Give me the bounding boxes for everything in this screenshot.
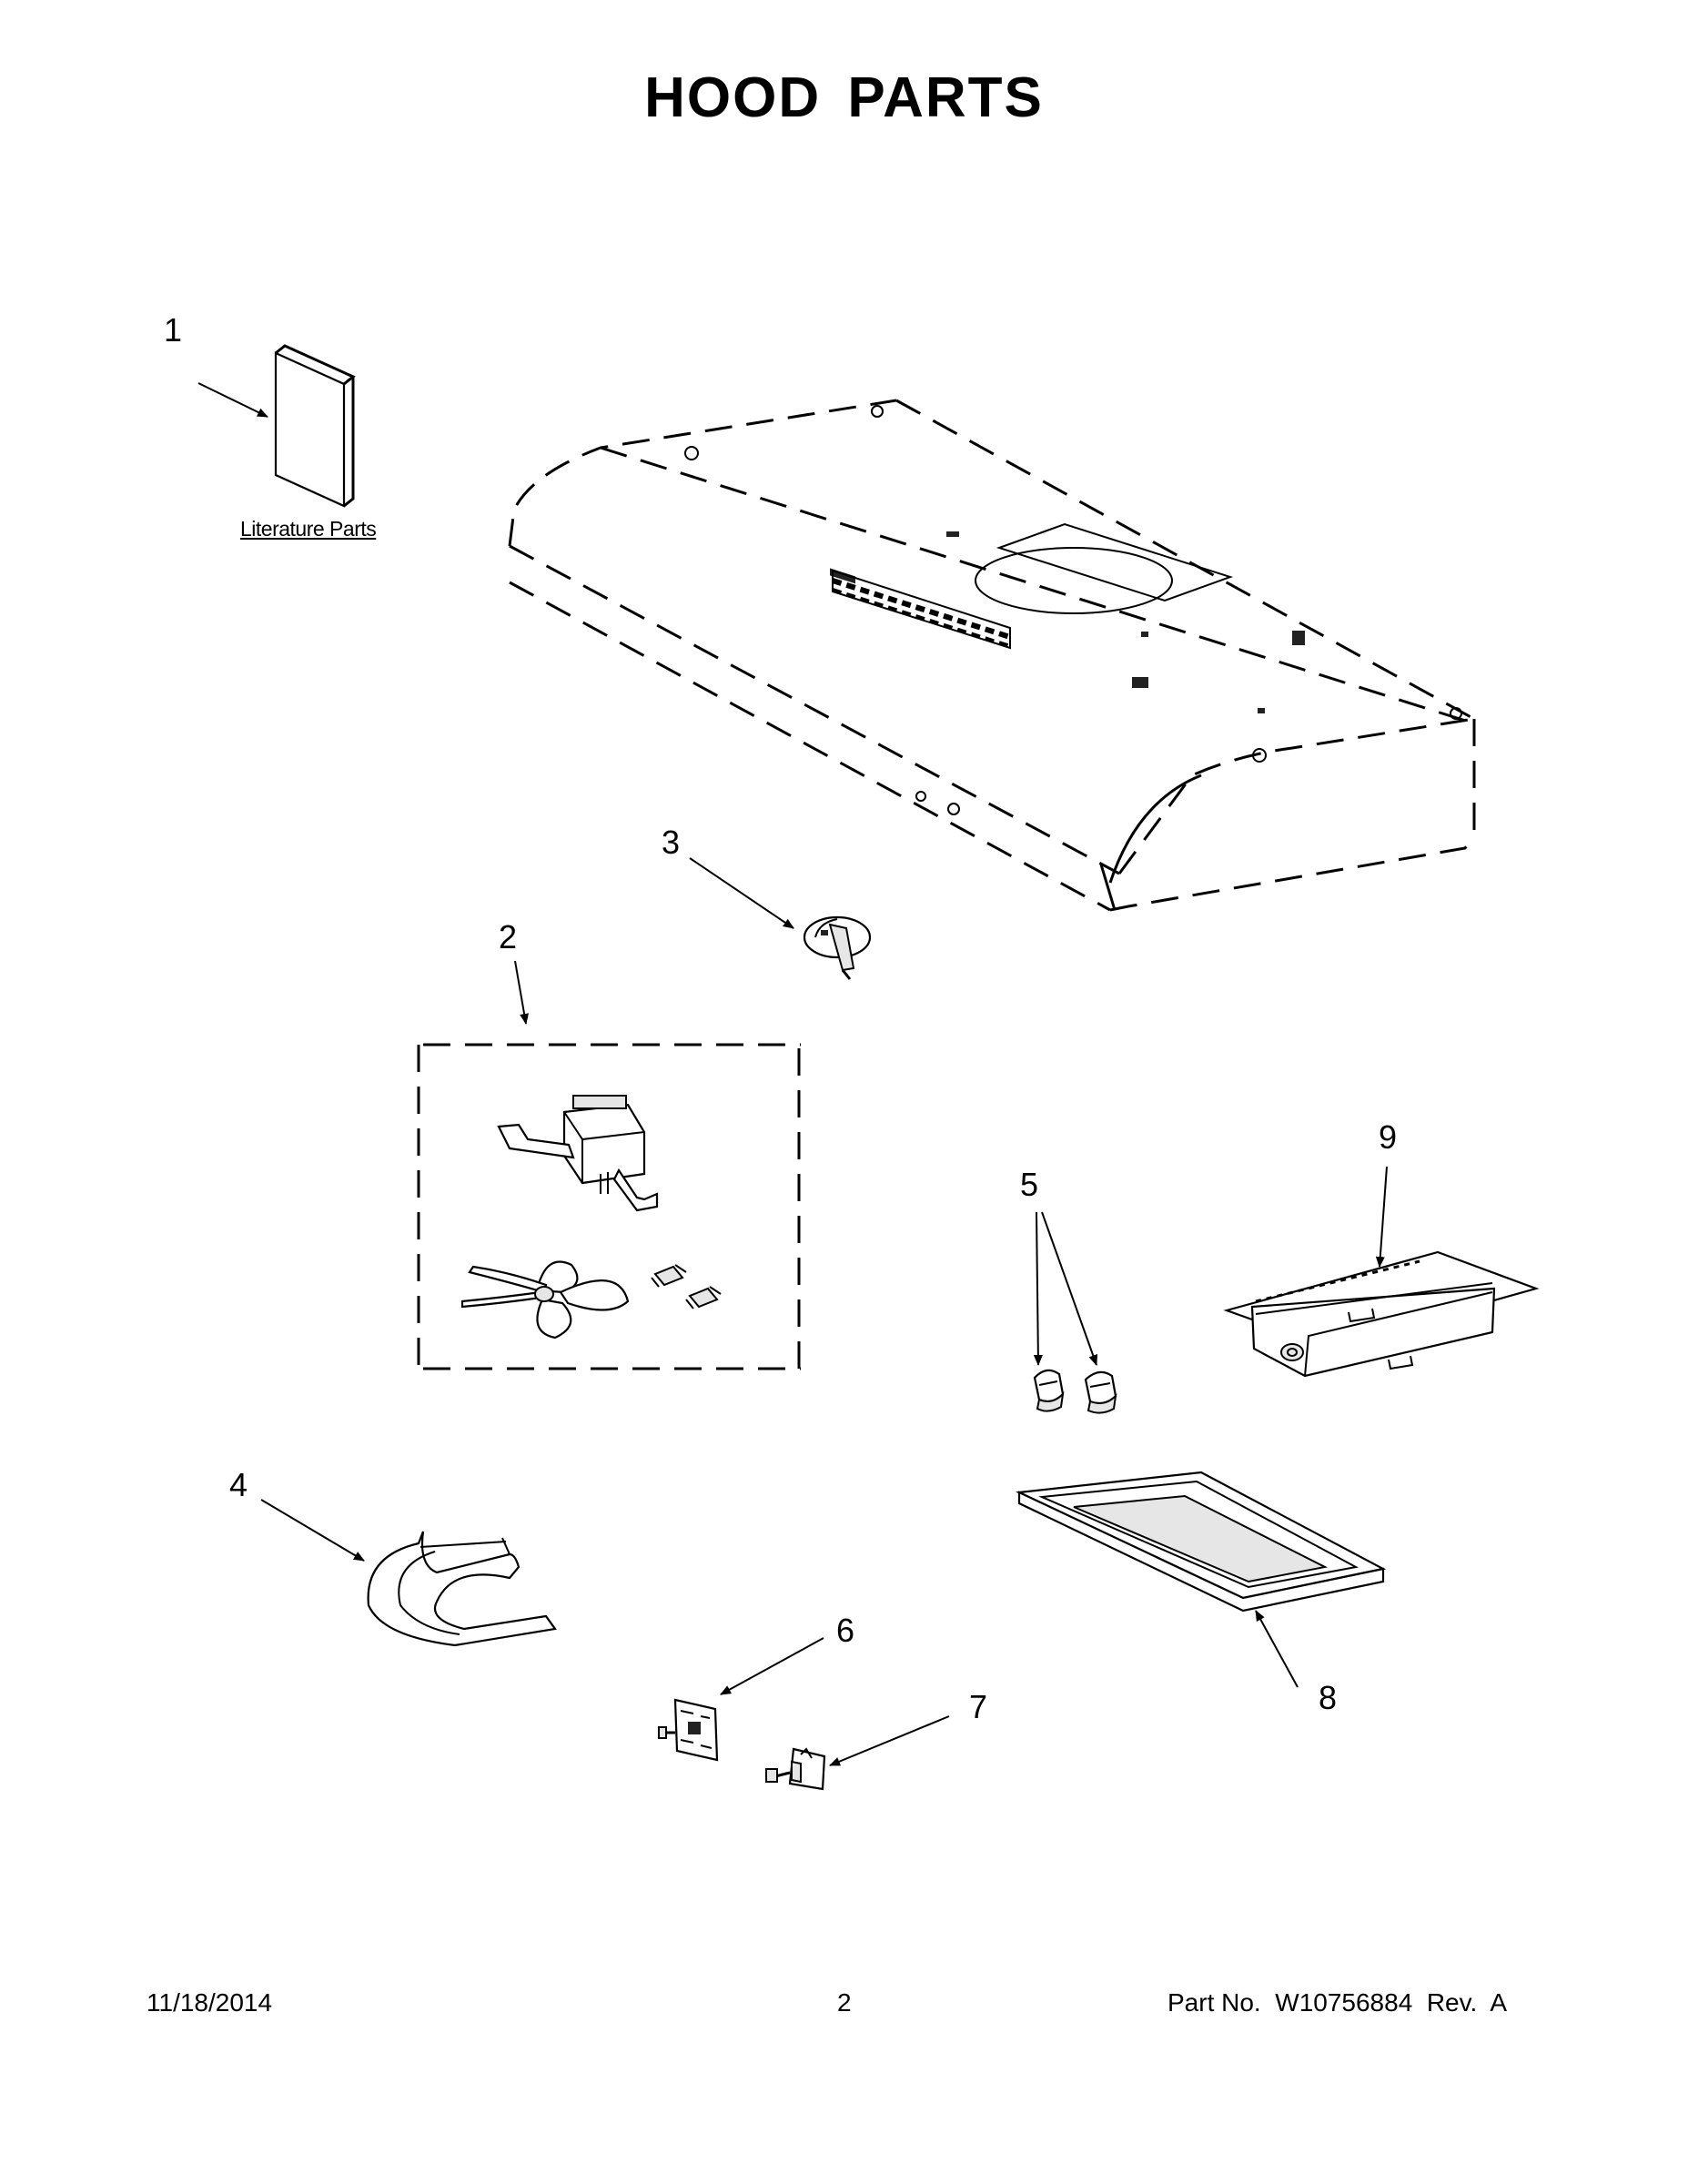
page-title: HOOD PARTS — [644, 66, 1044, 129]
callout-8: 8 — [1319, 1679, 1338, 1716]
light-lens — [367, 1531, 557, 1647]
grease-filter — [1016, 1471, 1387, 1613]
callout-5: 5 — [1020, 1166, 1039, 1203]
footer-date: 11/18/2014 — [147, 1988, 273, 2017]
callout-2: 2 — [499, 918, 518, 956]
range-hood-body — [508, 399, 1476, 912]
light-switch — [765, 1747, 826, 1791]
fan-blade — [460, 1260, 630, 1340]
callout-6: 6 — [836, 1612, 855, 1649]
control-knobs — [1033, 1369, 1117, 1414]
callout-1: 1 — [164, 311, 183, 349]
damper-bracket — [803, 915, 872, 980]
callout-4: 4 — [229, 1466, 248, 1503]
callout-9: 9 — [1379, 1118, 1398, 1156]
callout-3: 3 — [662, 824, 681, 861]
hood-vent-slots — [830, 568, 1011, 650]
motor-kit-group — [417, 1043, 801, 1370]
blower-motor — [497, 1095, 659, 1212]
literature-parts-label: Literature Parts — [240, 517, 377, 541]
callout-7: 7 — [969, 1688, 988, 1725]
control-switch — [658, 1698, 719, 1762]
footer-page-number: 2 — [837, 1988, 852, 2017]
mounting-clips — [651, 1264, 722, 1309]
footer-part-number: Part No. W10756884 Rev. A — [1167, 1988, 1508, 2017]
light-housing — [1223, 1250, 1540, 1378]
callout-leaders — [197, 382, 1388, 1766]
literature-booklet — [274, 344, 356, 508]
